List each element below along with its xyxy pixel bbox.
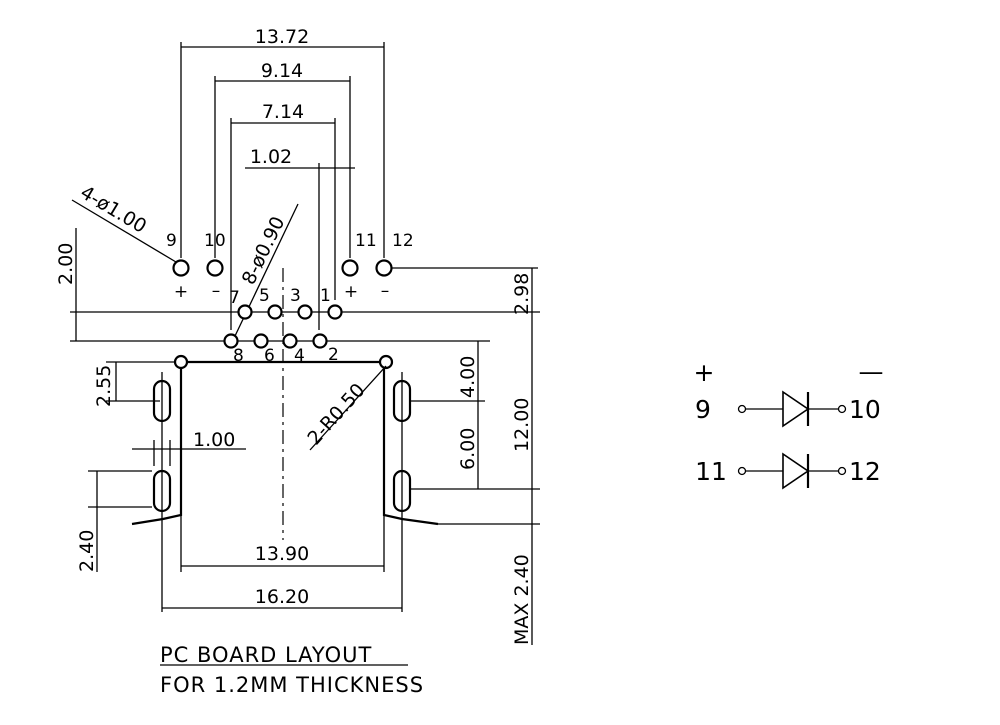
board-notes: PC BOARD LAYOUT FOR 1.2MM THICKNESS xyxy=(160,643,424,697)
connector-outline xyxy=(131,268,439,540)
dim-12-00-label: 12.00 xyxy=(511,398,533,452)
pin-7-label: 7 xyxy=(229,288,240,308)
pin-6-hole xyxy=(253,333,269,349)
dim-16-20: 16.20 xyxy=(162,586,402,609)
dim-6-00: 6.00 xyxy=(410,401,540,490)
mounting-slots xyxy=(152,372,412,612)
schematic-plus: + xyxy=(694,358,715,387)
callout-radius-label: 2-R0.50 xyxy=(303,379,369,449)
pin-9-hole xyxy=(172,259,190,277)
dim-9-14-label: 9.14 xyxy=(261,60,303,82)
dim-13-72-label: 13.72 xyxy=(255,26,309,48)
pin-9-polarity: + xyxy=(174,282,188,302)
pin-11-label: 11 xyxy=(355,231,377,251)
schematic-pin-10: 10 xyxy=(849,395,881,424)
pin-7-hole xyxy=(237,304,253,320)
dim-2-40-left-label: 2.40 xyxy=(76,530,98,572)
corner-right-radius xyxy=(378,354,394,370)
dim-2-98-label: 2.98 xyxy=(511,273,533,315)
pin-12-polarity: – xyxy=(381,281,390,301)
upper-pins: 9 10 11 12 + – + – xyxy=(166,231,538,302)
dim-2-55: 2.55 xyxy=(93,361,175,407)
pin-11-polarity: + xyxy=(344,282,358,302)
note-subtitle: FOR 1.2MM THICKNESS xyxy=(160,673,424,697)
callout-4-holes: 4-ø1.00 xyxy=(71,181,177,263)
dim-13-72: 13.72 xyxy=(180,26,385,258)
dim-2-00-label: 2.00 xyxy=(55,243,77,285)
pin-11-hole xyxy=(341,259,359,277)
corner-left-radius xyxy=(173,354,189,370)
dim-1-00-label: 1.00 xyxy=(193,429,235,451)
dim-13-90: 13.90 xyxy=(180,515,385,572)
dim-13-90-label: 13.90 xyxy=(255,543,309,565)
dim-16-20-label: 16.20 xyxy=(255,586,309,608)
dim-7-14: 7.14 xyxy=(230,101,336,330)
schematic-pin-12: 12 xyxy=(849,457,881,486)
pin-3-hole xyxy=(297,304,313,320)
pin-8-label: 8 xyxy=(233,346,244,366)
pin-8-hole xyxy=(223,333,239,349)
pin-10-label: 10 xyxy=(204,231,226,251)
dim-1-02-label: 1.02 xyxy=(250,146,292,168)
pin-6-label: 6 xyxy=(264,346,275,366)
pin-9-label: 9 xyxy=(166,231,177,251)
dim-1-02: 1.02 xyxy=(245,146,355,330)
callout-radius: 2-R0.50 xyxy=(303,365,387,451)
dim-4-00-label: 4.00 xyxy=(457,356,479,398)
diode-9-10: 9 10 xyxy=(695,390,881,428)
dim-max-2-40: MAX 2.40 xyxy=(438,489,540,645)
dim-2-40-left: 2.40 xyxy=(76,470,152,572)
dim-7-14-label: 7.14 xyxy=(262,101,304,123)
pin-12-label: 12 xyxy=(392,231,414,251)
pin-2-label: 2 xyxy=(328,345,339,365)
schematic-minus: — xyxy=(859,357,884,386)
dim-2-55-label: 2.55 xyxy=(93,365,115,407)
pin-5-label: 5 xyxy=(259,286,270,306)
center-pins: 7 5 3 1 8 6 4 2 xyxy=(70,286,540,366)
pin-10-hole xyxy=(206,259,224,277)
schematic-pin-11: 11 xyxy=(695,457,727,486)
diode-schematic: + — 9 10 11 12 xyxy=(694,357,884,490)
pin-5-hole xyxy=(267,304,283,320)
dim-max-2-40-label: MAX 2.40 xyxy=(511,554,533,645)
dim-2-00: 2.00 xyxy=(55,228,77,341)
dim-9-14: 9.14 xyxy=(214,60,351,258)
dim-6-00-label: 6.00 xyxy=(457,428,479,470)
diode-11-12: 11 12 xyxy=(695,452,881,490)
dim-2-98: 2.98 xyxy=(511,268,533,315)
pin-10-polarity: – xyxy=(212,281,221,301)
dim-4-00: 4.00 xyxy=(410,341,485,402)
schematic-pin-9: 9 xyxy=(695,395,711,424)
pin-12-hole xyxy=(375,259,393,277)
pin-1-label: 1 xyxy=(320,286,331,306)
note-title: PC BOARD LAYOUT xyxy=(160,643,372,667)
dim-1-00: 1.00 xyxy=(132,429,246,466)
pin-4-label: 4 xyxy=(294,346,305,366)
dim-12-00: 12.00 xyxy=(511,312,533,489)
pin-2-hole xyxy=(312,333,328,349)
pin-1-hole xyxy=(327,304,343,320)
pin-3-label: 3 xyxy=(290,286,301,306)
